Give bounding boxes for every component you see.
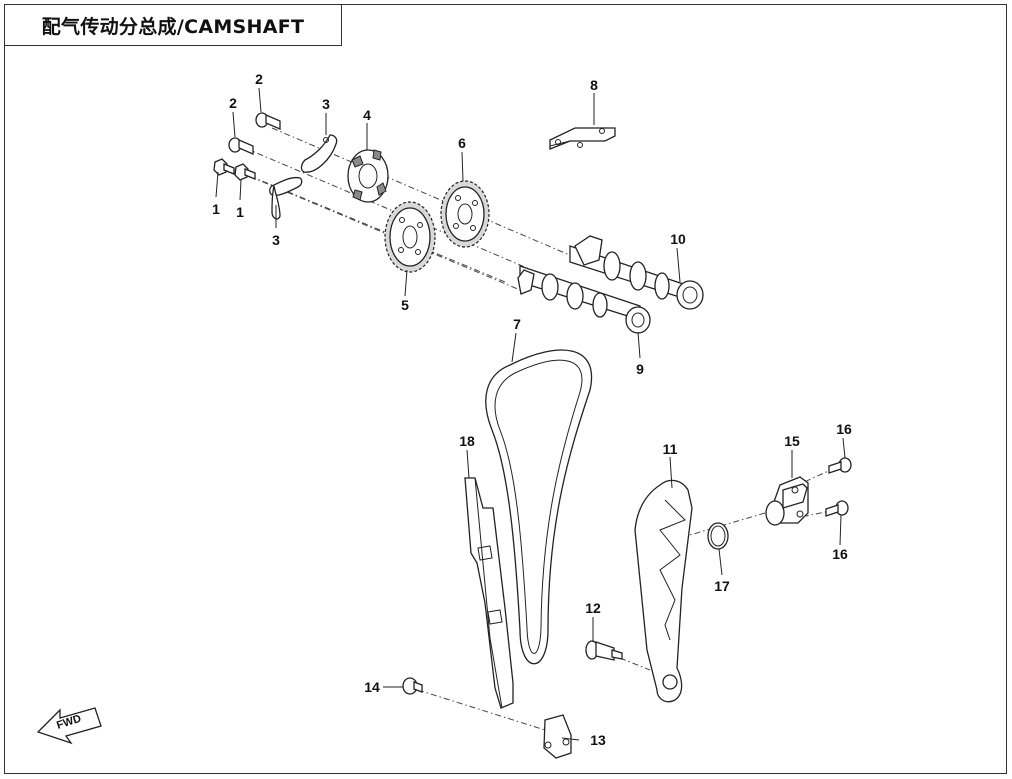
plate-3a bbox=[300, 134, 338, 173]
bolt-1a bbox=[213, 158, 235, 176]
title-box: 配气传动分总成/CAMSHAFT bbox=[4, 4, 342, 46]
callout-8: 8 bbox=[590, 77, 598, 93]
bolt-16a bbox=[828, 457, 852, 474]
callout-12: 12 bbox=[585, 600, 601, 616]
sprocket-6 bbox=[440, 180, 490, 248]
bolt-1b bbox=[234, 163, 256, 181]
callout-1a: 1 bbox=[212, 201, 220, 217]
diagram-frame bbox=[4, 4, 1007, 774]
sprocket-5 bbox=[384, 201, 436, 273]
pivot-bolt-12 bbox=[585, 640, 623, 661]
callout-5: 5 bbox=[401, 297, 409, 313]
page-title: 配气传动分总成/CAMSHAFT bbox=[41, 15, 305, 38]
guide-bracket-13 bbox=[543, 714, 572, 759]
callout-3a: 3 bbox=[322, 96, 330, 112]
fwd-arrow-icon: FWD bbox=[36, 707, 102, 745]
callout-3b: 3 bbox=[272, 232, 280, 248]
bolt-2b bbox=[228, 137, 254, 155]
callout-2a: 2 bbox=[229, 95, 237, 111]
callout-10: 10 bbox=[670, 231, 686, 247]
callout-17: 17 bbox=[714, 578, 730, 594]
camshaft-9 bbox=[517, 265, 651, 334]
tensioner-15 bbox=[765, 476, 809, 526]
camshaft-10 bbox=[569, 235, 704, 310]
callout-1b: 1 bbox=[236, 204, 244, 220]
callout-16b: 16 bbox=[832, 546, 848, 562]
callout-14: 14 bbox=[364, 679, 380, 695]
callout-13: 13 bbox=[590, 732, 606, 748]
callout-4: 4 bbox=[363, 107, 371, 123]
callout-18: 18 bbox=[459, 433, 475, 449]
callout-numbers: 1 1 2 2 3 3 4 5 6 7 8 9 10 11 12 13 14 1… bbox=[212, 71, 852, 748]
chain-guide-18 bbox=[464, 477, 514, 709]
o-ring-17 bbox=[707, 522, 729, 550]
bracket-8 bbox=[549, 127, 616, 150]
bolt-14 bbox=[402, 677, 423, 695]
bolt-2a bbox=[255, 112, 281, 130]
rotor-4 bbox=[347, 149, 389, 203]
callout-6: 6 bbox=[458, 135, 466, 151]
callout-9: 9 bbox=[636, 361, 644, 377]
callout-11: 11 bbox=[663, 441, 678, 457]
leader-lines bbox=[215, 87, 846, 741]
callout-16a: 16 bbox=[836, 421, 852, 437]
callout-7: 7 bbox=[513, 316, 521, 332]
timing-chain-7 bbox=[485, 349, 593, 665]
bolt-16b bbox=[825, 500, 849, 517]
plate-3b bbox=[269, 176, 303, 220]
tensioner-guide-11 bbox=[634, 479, 693, 703]
callout-15: 15 bbox=[784, 433, 800, 449]
callout-2b: 2 bbox=[255, 71, 263, 87]
